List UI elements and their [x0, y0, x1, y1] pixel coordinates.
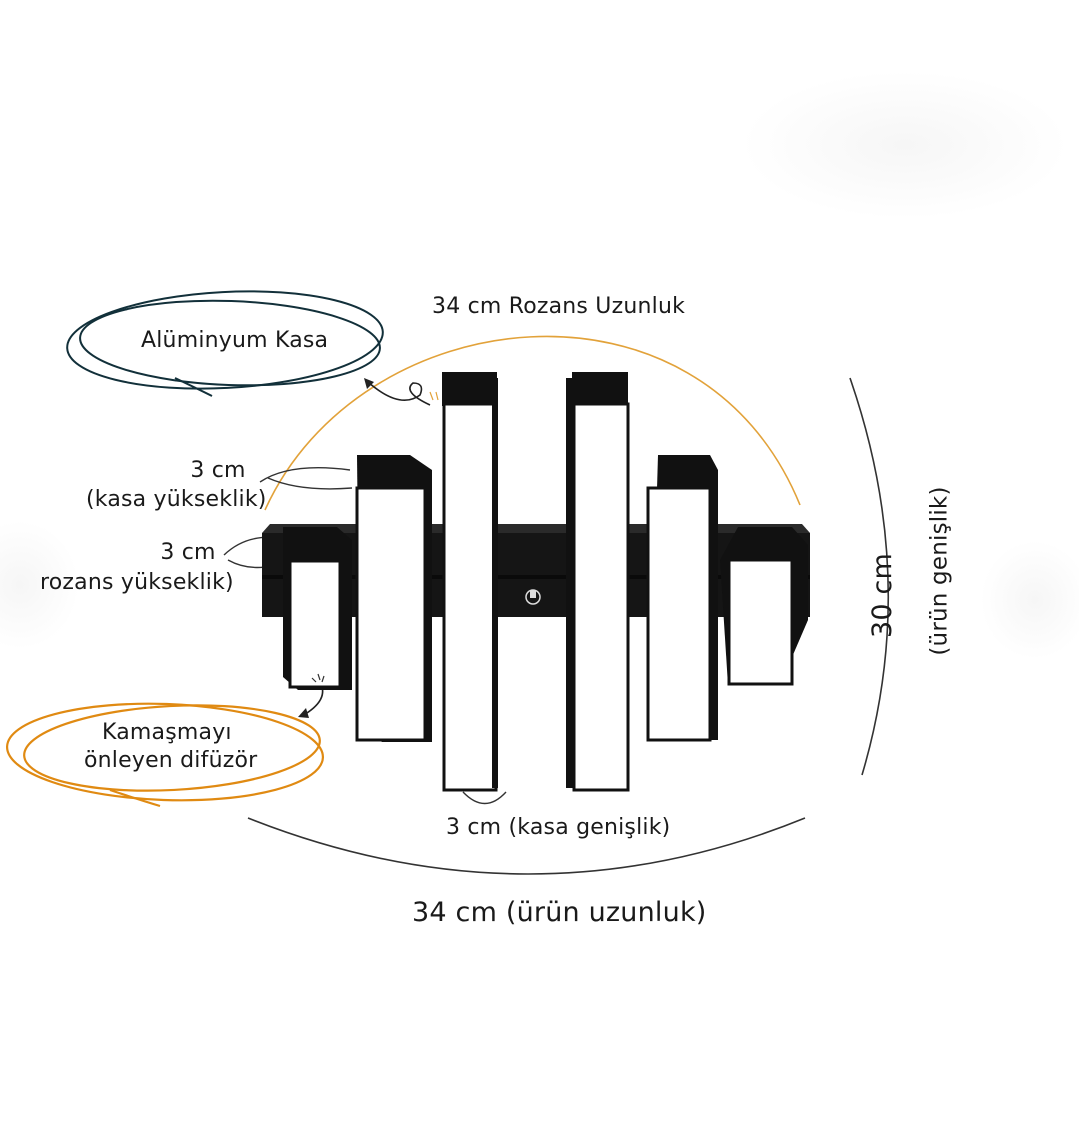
lamp-bar-6: [720, 527, 808, 686]
case-height-text: (kasa yükseklik): [86, 487, 267, 512]
aluminum-case-highlight: [66, 290, 384, 397]
arrow-icon: [298, 708, 309, 718]
rozans-length-arc: [264, 335, 801, 511]
background-glow-top-right: [740, 70, 1070, 220]
lamp-bar-1: [283, 527, 352, 690]
rozans-height-text: rozans yükseklik): [40, 570, 234, 595]
case-width-label: 3 cm (kasa genişlik): [446, 815, 671, 840]
diffuser-label-line1: Kamaşmayı: [102, 720, 232, 745]
aluminum-pointer: [367, 381, 431, 406]
diffuser-highlight: [5, 702, 325, 808]
product-length-arc: [247, 817, 806, 875]
diffuser-label-line2: önleyen difüzör: [84, 748, 258, 773]
product-length-label: 34 cm (ürün uzunluk): [412, 897, 707, 928]
rozans-height-value: 3 cm: [160, 540, 216, 565]
product-width-text: (ürün genişlik): [926, 486, 953, 656]
bar-top-marks: [429, 391, 439, 401]
arrow-icon: [364, 378, 374, 389]
lamp-bar-4: [566, 372, 630, 792]
rozans-length-label: 34 cm Rozans Uzunluk: [432, 294, 686, 319]
case-height-value: 3 cm: [190, 458, 246, 483]
lamp-bar-5: [646, 455, 718, 742]
background-glow-right: [980, 540, 1079, 660]
diffuser-marks: [311, 673, 325, 683]
lamp-bar-3: [442, 372, 498, 792]
aluminum-case-label: Alüminyum Kasa: [141, 328, 329, 353]
case-width-pointer: [462, 791, 507, 805]
lamp-bar-2: [355, 455, 432, 742]
case-height-pointer: [259, 467, 353, 490]
product-width-arc: [849, 377, 890, 776]
product-width-value: 30 cm: [867, 552, 899, 639]
switch-icon: [525, 589, 541, 605]
